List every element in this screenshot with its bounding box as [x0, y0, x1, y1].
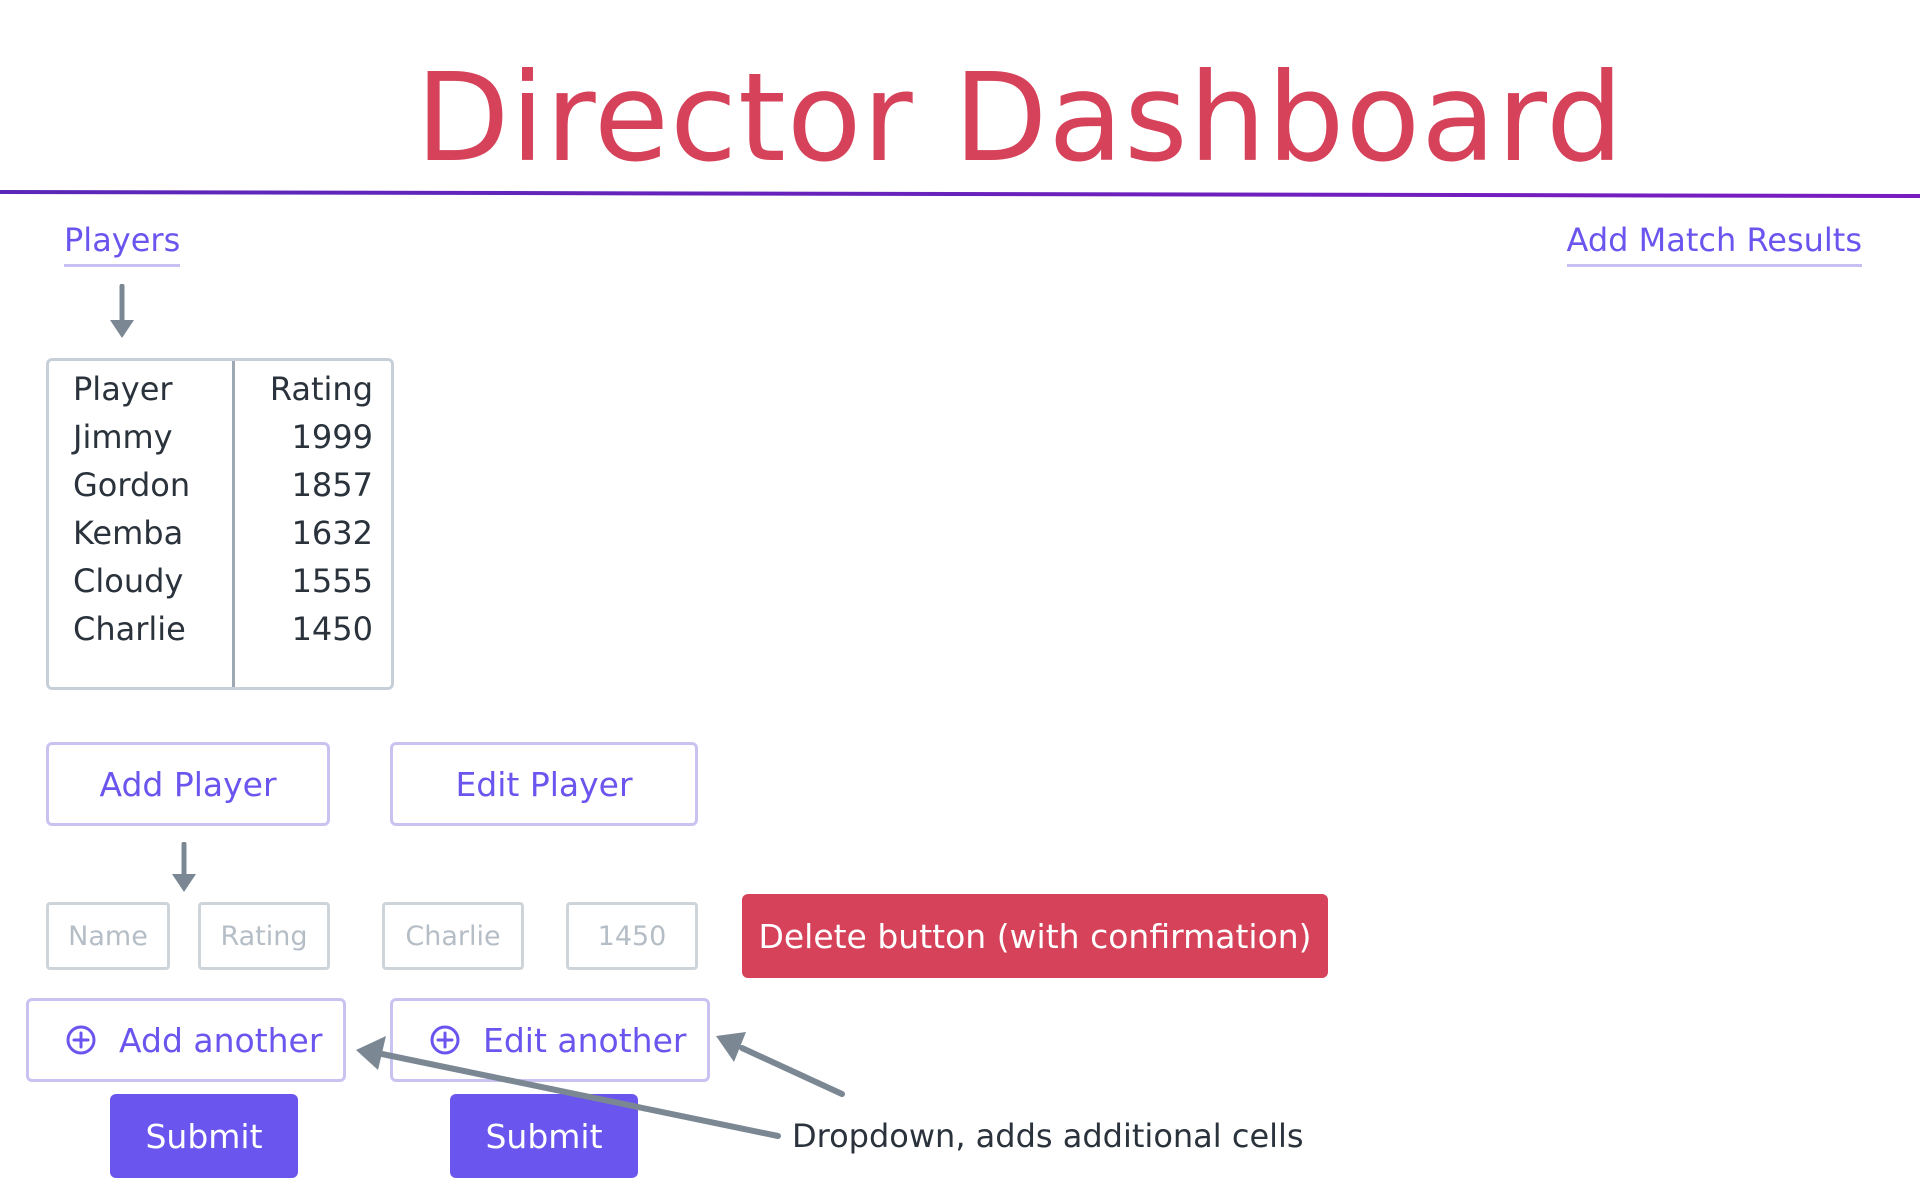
table-cell-rating: 1999 [291, 418, 373, 456]
header-divider [0, 190, 1920, 198]
table-header-player: Player [73, 370, 173, 408]
down-arrow-icon [172, 842, 196, 892]
down-arrow-icon [110, 284, 134, 338]
add-player-button[interactable]: Add Player [46, 742, 330, 826]
table-column-divider [232, 361, 235, 687]
table-cell-player: Gordon [73, 466, 191, 504]
submit-edit-button[interactable]: Submit [450, 1094, 638, 1178]
name-input[interactable] [46, 902, 170, 970]
table-cell-rating: 1632 [291, 514, 373, 552]
add-another-label: Add another [119, 1020, 323, 1060]
table-cell-player: Cloudy [73, 562, 184, 600]
table-cell-rating: 1450 [291, 610, 373, 648]
players-table: Player Rating Jimmy 1999 Gordon 1857 Kem… [46, 358, 394, 690]
nav-link-add-match-results[interactable]: Add Match Results [1566, 218, 1862, 267]
edit-another-label: Edit another [483, 1020, 687, 1060]
submit-add-button[interactable]: Submit [110, 1094, 298, 1178]
table-header-rating: Rating [269, 370, 373, 408]
table-cell-player: Charlie [73, 610, 186, 648]
table-cell-player: Kemba [73, 514, 184, 552]
edit-player-button[interactable]: Edit Player [390, 742, 698, 826]
plus-circle-icon [430, 1025, 460, 1055]
page-title: Director Dashboard [415, 47, 1625, 189]
table-cell-player: Jimmy [73, 418, 173, 456]
delete-button[interactable]: Delete button (with confirmation) [742, 894, 1328, 978]
nav-link-players[interactable]: Players [64, 218, 181, 267]
plus-circle-icon [66, 1025, 96, 1055]
arrow-icon [716, 1032, 845, 1097]
edit-name-input[interactable] [382, 902, 524, 970]
annotation-label: Dropdown, adds additional cells [792, 1117, 1304, 1155]
edit-rating-input[interactable] [566, 902, 698, 970]
table-cell-rating: 1857 [291, 466, 373, 504]
rating-input[interactable] [198, 902, 330, 970]
add-another-button[interactable]: Add another [26, 998, 346, 1082]
edit-another-button[interactable]: Edit another [390, 998, 710, 1082]
table-cell-rating: 1555 [291, 562, 373, 600]
